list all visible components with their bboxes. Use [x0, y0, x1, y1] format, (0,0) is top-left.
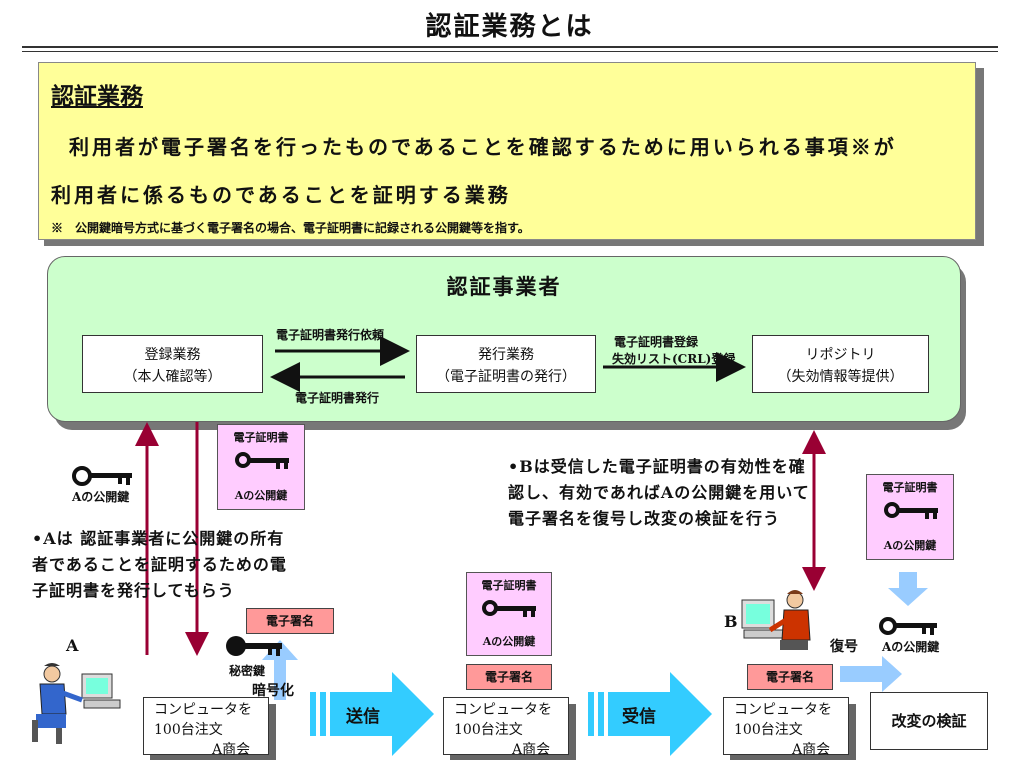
page-title: 認証業務とは	[425, 12, 594, 42]
signature-tag-b: 電子署名	[747, 664, 833, 690]
issue-label: 電子証明書発行	[295, 391, 380, 405]
title-rule	[22, 46, 998, 48]
order-document-sent: コンピュータを 100台注文 A商会	[443, 697, 569, 758]
public-key-label-b: Aの公開鍵	[882, 640, 940, 654]
certificate-a-title: 電子証明書	[233, 431, 289, 444]
order-a-line-2: 100台注文	[154, 722, 223, 738]
order-sent-line-3: A商会	[512, 742, 551, 758]
order-document-a: コンピュータを 100台注文 A商会	[143, 697, 269, 758]
certificate-sent-title: 電子証明書	[481, 579, 537, 592]
public-key-label-a: Aの公開鍵	[72, 490, 130, 504]
bullet-b-line-1: •Bは受信した電子証明書の有効性を確	[508, 457, 806, 476]
order-a-line-1: コンピュータを	[154, 702, 252, 718]
person-b-computer-icon	[741, 590, 811, 650]
order-sent-line-2: 100台注文	[454, 722, 523, 738]
certificate-a-key: Aの公開鍵	[234, 489, 288, 502]
order-b-line-2: 100台注文	[734, 722, 803, 738]
definition-heading: 認証業務	[51, 83, 143, 110]
repository-box: リポジトリ （失効情報等提供）	[752, 335, 929, 393]
bullet-a-line-3: 子証明書を発行してもらう	[32, 581, 235, 600]
registration-sub: （本人確認等）	[123, 369, 222, 385]
bullet-a-text: •Aは 認証事業者に公開鍵の所有 者であることを証明するための電 子証明書を発行…	[32, 526, 287, 604]
order-document-b: コンピュータを 100台注文 A商会	[723, 697, 849, 758]
title-rule-thin	[22, 51, 998, 52]
public-key-icon-a	[72, 466, 132, 486]
definition-box: 認証業務 利用者が電子署名を行ったものであることを確認するために用いられる事項※…	[38, 62, 976, 240]
issuance-box: 発行業務 （電子証明書の発行）	[416, 335, 596, 393]
send-arrow	[330, 672, 434, 756]
order-b-line-3: A商会	[792, 742, 831, 758]
registration-title: 登録業務	[144, 347, 201, 363]
certificate-b-key: Aの公開鍵	[883, 539, 937, 552]
definition-note: ※ 公開鍵暗号方式に基づく電子署名の場合、電子証明書に記録される公開鍵等を指す。	[51, 221, 530, 235]
verify-box: 改変の検証	[870, 692, 988, 750]
issuance-sub: （電子証明書の発行）	[436, 369, 576, 385]
provider-heading: 認証事業者	[446, 274, 562, 299]
bullet-b-line-2: 認し、有効であればAの公開鍵を用いて	[508, 483, 810, 502]
issue-request-label: 電子証明書発行依頼	[276, 328, 385, 342]
certificate-b-key-icon	[884, 502, 938, 519]
bullet-b-text: •Bは受信した電子証明書の有効性を確 認し、有効であればAの公開鍵を用いて 電子…	[508, 454, 810, 532]
signature-tag-sent: 電子署名	[466, 664, 552, 690]
certificate-sent-key-icon	[482, 600, 536, 617]
decrypt-arrow	[840, 656, 902, 692]
certificate-b: 電子証明書 Aの公開鍵	[866, 474, 954, 560]
extract-key-arrow	[888, 572, 928, 606]
bullet-b-line-3: 電子署名を復号し改変の検証を行う	[508, 509, 781, 528]
receive-label: 受信	[622, 707, 656, 727]
repository-sub: （失効情報等提供）	[777, 369, 904, 385]
definition-line-1: 利用者が電子署名を行ったものであることを確認するために用いられる事項※が	[69, 135, 897, 159]
signature-tag-a: 電子署名	[246, 608, 334, 634]
register-label-1: 電子証明書登録	[614, 335, 699, 349]
order-a-line-3: A商会	[212, 742, 251, 758]
certificate-a: 電子証明書 Aの公開鍵	[217, 424, 305, 510]
order-sent-line-1: コンピュータを	[454, 702, 552, 718]
repository-title: リポジトリ	[805, 347, 876, 363]
private-key-icon	[226, 636, 282, 656]
bullet-a-line-2: 者であることを証明するための電	[32, 555, 287, 574]
receive-arrow	[608, 672, 712, 756]
private-key-label: 秘密鍵	[229, 664, 266, 678]
definition-line-2: 利用者に係るものであることを証明する業務	[51, 183, 511, 207]
certificate-a-key-icon	[235, 452, 289, 469]
public-key-icon-b	[879, 617, 937, 635]
issuance-title: 発行業務	[478, 347, 534, 363]
send-label: 送信	[346, 707, 380, 727]
certificate-b-title: 電子証明書	[882, 481, 938, 494]
label-b: B	[724, 612, 738, 631]
certificate-sent: 電子証明書 Aの公開鍵	[466, 572, 552, 656]
order-b-line-1: コンピュータを	[734, 702, 832, 718]
label-a: A	[66, 636, 79, 655]
bullet-a-line-1: •Aは 認証事業者に公開鍵の所有	[32, 529, 285, 548]
registration-box: 登録業務 （本人確認等）	[82, 335, 263, 393]
register-label-2: 失効リスト(CRL)登録	[612, 352, 736, 366]
certificate-sent-key: Aの公開鍵	[482, 635, 536, 648]
person-a-computer-icon	[32, 663, 121, 744]
decrypt-label: 復号	[830, 639, 858, 655]
encrypt-label: 暗号化	[252, 683, 294, 699]
